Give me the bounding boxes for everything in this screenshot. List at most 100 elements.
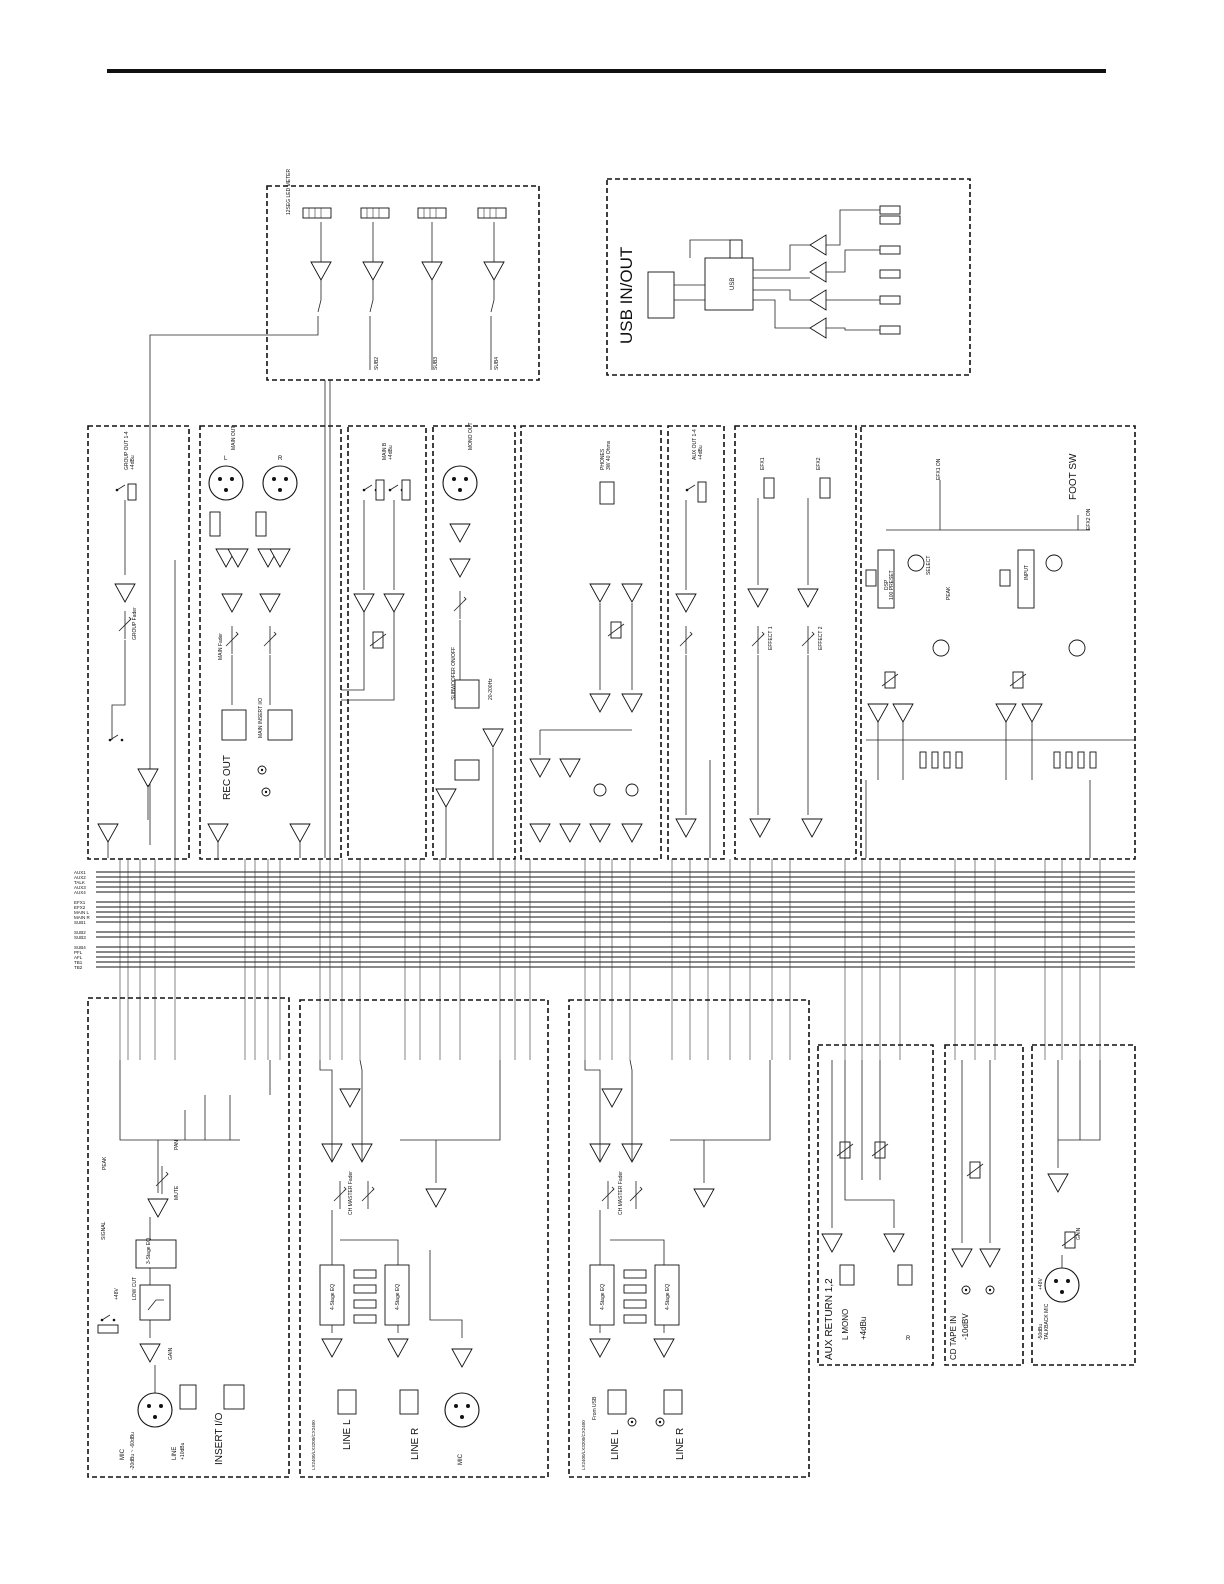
bus-drops <box>119 859 1101 1060</box>
mono-line-label: LINE <box>172 1447 178 1460</box>
mono-line-range: +10dBu <box>180 1442 186 1460</box>
phones-title: PHONES <box>600 448 606 470</box>
stereo2-from-usb: From USB <box>592 1396 598 1420</box>
cd-tape-level: -10dBV <box>961 1313 970 1340</box>
stereo-channel-2-circuit: LX2400/LX3200/CX2400 LINE L LINE R From … <box>581 1059 771 1470</box>
bus-label-tb2: TB2 <box>74 965 83 970</box>
group-out-title: GROUP OUT 1-4 <box>124 431 130 470</box>
bus-label-sub3: SUB3 <box>74 935 86 940</box>
meter-chains <box>149 207 507 845</box>
bus-label-aux2: AUX2 <box>74 875 86 880</box>
stereo2-eq-right: 4-Stage EQ <box>665 1284 671 1310</box>
bus-labels: AUX1 AUX2 TALK AUX3 AUX4 EFX1 EFX2 MAIN … <box>74 870 91 970</box>
aux-return-block <box>817 1044 934 1366</box>
stereo2-fader-label: CH MASTER Fader <box>618 1171 624 1215</box>
dsp-input-label: INPUT <box>1024 565 1030 580</box>
mono-mute-label: MUTE <box>174 1185 180 1200</box>
main-out-title: MAIN OUT <box>231 426 237 450</box>
main-out-right: R <box>278 456 283 462</box>
dsp-label: DSP <box>884 579 890 590</box>
talkback-gain: GAIN <box>1076 1227 1082 1240</box>
stereo-channel-2-block <box>568 999 810 1478</box>
mono-out-block <box>432 425 516 860</box>
bottom-section-frames <box>87 997 1136 1478</box>
stereo2-eq-left: 4-Stage EQ <box>600 1284 606 1310</box>
bus-label-main-l: MAIN L <box>74 910 90 915</box>
usb-title: USB IN/OUT <box>617 247 636 344</box>
talkback-block <box>1031 1044 1136 1366</box>
meter-block <box>266 185 540 381</box>
main-b-title: MAIN B <box>382 442 388 460</box>
aux-out-level: +4dBu <box>698 445 704 460</box>
phones-spec: 3W 40 Ohms <box>606 440 612 470</box>
main-insert-label: MAIN INSERT I/O <box>258 698 264 738</box>
bus-label-talk: TALK <box>74 880 85 885</box>
mono-pan-label: PAN <box>174 1140 180 1150</box>
stereo-channel-1-circuit: LX2400/LX3200/CX2400 LINE L LINE R MIC 4… <box>311 1059 501 1470</box>
cd-tape-block <box>944 1044 1024 1366</box>
bus-label-efx2: EFX2 <box>74 905 86 910</box>
select-label: SELECT <box>926 556 932 575</box>
bus-label-afl: AFL <box>74 955 83 960</box>
meter-title: 12SEG LED METER <box>286 168 292 215</box>
bus-label-pfl: PFL <box>74 950 83 955</box>
efx2-on-label: EFX2 ON <box>1086 508 1092 530</box>
efx-send-circuit: EFX1 EFX2 EFFECT 1 EFFECT 2 <box>747 457 831 838</box>
efx-on-label: EFX1 ON <box>936 458 942 480</box>
aux-return-level: +4dBu <box>859 1317 868 1340</box>
bus-lines <box>96 871 1135 968</box>
mono-out-title: MONO OUT <box>468 423 474 451</box>
efx2-label: EFX2 <box>816 457 822 470</box>
mono-gain-label: GAIN <box>168 1347 174 1360</box>
talkback-circuit: TALKBACK MIC -50dBu +48V GAIN <box>1038 1060 1101 1340</box>
meter-input-sub3: SUB3 <box>433 357 439 370</box>
main-b-block <box>347 425 427 860</box>
talkback-title: TALKBACK MIC <box>1044 1303 1050 1340</box>
dsp-preset-label: 100 PRESET <box>889 570 895 600</box>
mono-peak-label: PEAK <box>102 1156 108 1170</box>
mono-channel-circuit: MIC -20dBu ~ -60dBu LINE +10dBu INSERT I… <box>97 1060 271 1470</box>
stereo2-line-r: LINE R <box>675 1428 686 1460</box>
stereo1-models: LX2400/LX3200/CX2400 <box>311 1420 316 1470</box>
stereo1-mic: MIC <box>458 1453 464 1465</box>
bus-label-sub4: SUB4 <box>74 945 86 950</box>
bus-label-aux4: AUX4 <box>74 890 86 895</box>
stereo2-models: LX2400/LX3200/CX2400 <box>581 1420 586 1470</box>
talkback-level: -50dBu <box>1038 1324 1044 1340</box>
efx-send-block <box>734 425 857 860</box>
main-out-block <box>199 425 342 860</box>
rec-out-label: REC OUT <box>222 755 233 800</box>
dsp-circuit: FOOT SW EFX1 ON EFX2 ON DSP 100 PRESET I… <box>865 453 1135 858</box>
meter-input-sub4: SUB4 <box>494 357 500 370</box>
group-out-block <box>87 425 190 860</box>
effect1-label: EFFECT 1 <box>768 626 774 650</box>
mono-out-circuit: MONO OUT 20-200Hz SUBWOOFER ON/OFF <box>435 423 504 858</box>
group-fader-label: GROUP Fader <box>132 607 138 640</box>
bus-label-efx1: EFX1 <box>74 900 86 905</box>
usb-chip-label: USB <box>730 278 736 290</box>
meter-input-sub2: SUB2 <box>374 357 380 370</box>
stereo-channel-1-block <box>299 999 549 1478</box>
main-b-circuit: MAIN B +4dBu <box>341 442 411 701</box>
stereo1-line-r: LINE R <box>410 1428 421 1460</box>
bus-label-main-r: MAIN R <box>74 915 91 920</box>
stereo1-fader-label: CH MASTER Fader <box>348 1171 354 1215</box>
aux-out-title: AUX OUT 1-4 <box>692 429 698 460</box>
dsp-block <box>860 425 1136 860</box>
foot-sw-label: FOOT SW <box>1068 453 1079 500</box>
mono-eq-label: 3-Stage EQ <box>146 1238 152 1264</box>
bus-label-tb1: TB1 <box>74 960 83 965</box>
main-out-circuit: L R MAIN OUT MAIN Fader MAIN INSERT I/O … <box>207 380 331 858</box>
talkback-phantom: +48V <box>1038 1278 1044 1290</box>
bus-label-aux1: AUX1 <box>74 870 86 875</box>
efx1-label: EFX1 <box>760 457 766 470</box>
aux-out-circuit: AUX OUT 1-4 +4dBu <box>675 429 711 858</box>
phones-circuit: PHONES 3W 40 Ohms <box>529 440 643 843</box>
mono-mic-range: -20dBu ~ -60dBu <box>130 1432 136 1470</box>
group-out-level: +4dBu <box>130 455 136 470</box>
phones-block <box>520 425 662 860</box>
cd-tape-title: CD TAPE IN <box>949 1316 958 1360</box>
group-out-circuit: GROUP OUT 1-4 +4dBu GROUP Fader <box>97 431 176 858</box>
aux-return-r: R <box>906 1336 911 1342</box>
